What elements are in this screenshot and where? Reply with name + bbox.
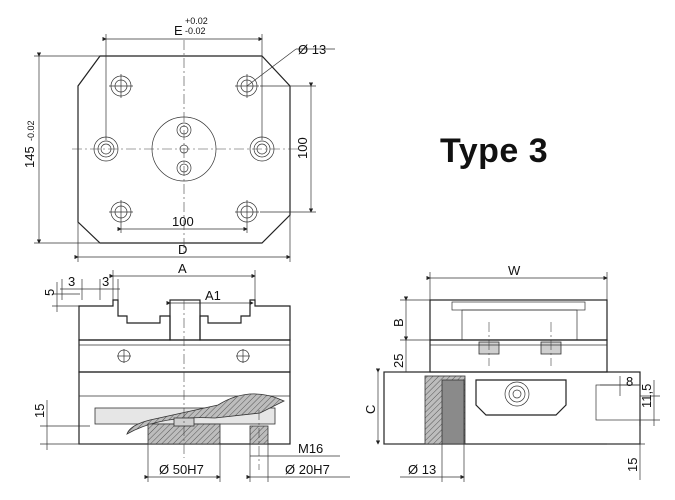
right-jaw — [199, 299, 291, 341]
central-hub — [151, 116, 217, 182]
dim-w: W — [508, 263, 521, 278]
dim-height: 145 — [22, 146, 37, 168]
dim-a: A — [178, 261, 187, 276]
dim-25: 25 — [391, 354, 406, 368]
dim-hole-dia: Ø 13 — [298, 42, 326, 57]
type-title: Type 3 — [440, 132, 548, 170]
side-view: W B 25 C 8 — [363, 263, 660, 482]
dim-3-right: 3 — [102, 274, 109, 289]
mounting-hole — [109, 74, 133, 98]
dim-d: D — [178, 242, 187, 257]
left-jaw — [78, 299, 171, 341]
dim-e-tol-upper: +0.02 — [185, 16, 208, 26]
mounting-hole — [235, 200, 259, 224]
top-plate-outline — [77, 55, 291, 244]
center-block — [169, 299, 201, 341]
dim-5: 5 — [42, 289, 57, 296]
side-jaw — [429, 299, 608, 341]
dim-spacing-h: 100 — [172, 214, 194, 229]
top-view: E +0.02 -0.02 Ø 13 145 -0.02 100 100 D — [22, 16, 335, 262]
front-view: A A1 3 3 5 — [32, 261, 350, 482]
dim-15-front: 15 — [32, 404, 47, 418]
dim-m16: M16 — [298, 441, 323, 456]
dim-3-left: 3 — [68, 274, 75, 289]
dim-e-tol-lower: -0.02 — [185, 26, 206, 36]
dim-e: E — [174, 23, 183, 38]
dim-8: 8 — [626, 374, 633, 389]
dim-c: C — [363, 405, 378, 414]
dim-b: B — [391, 318, 406, 327]
dim-spacing-v: 100 — [295, 137, 310, 159]
dim-dia-13: Ø 13 — [408, 462, 436, 477]
dim-dia-20: Ø 20H7 — [285, 462, 330, 477]
dim-a1: A1 — [205, 288, 221, 303]
dim-height-tol: -0.02 — [26, 120, 36, 141]
dim-dia-50: Ø 50H7 — [159, 462, 204, 477]
dim-11-5: 11,5 — [639, 384, 654, 408]
mounting-hole — [109, 200, 133, 224]
dim-15-side: 15 — [625, 458, 640, 472]
